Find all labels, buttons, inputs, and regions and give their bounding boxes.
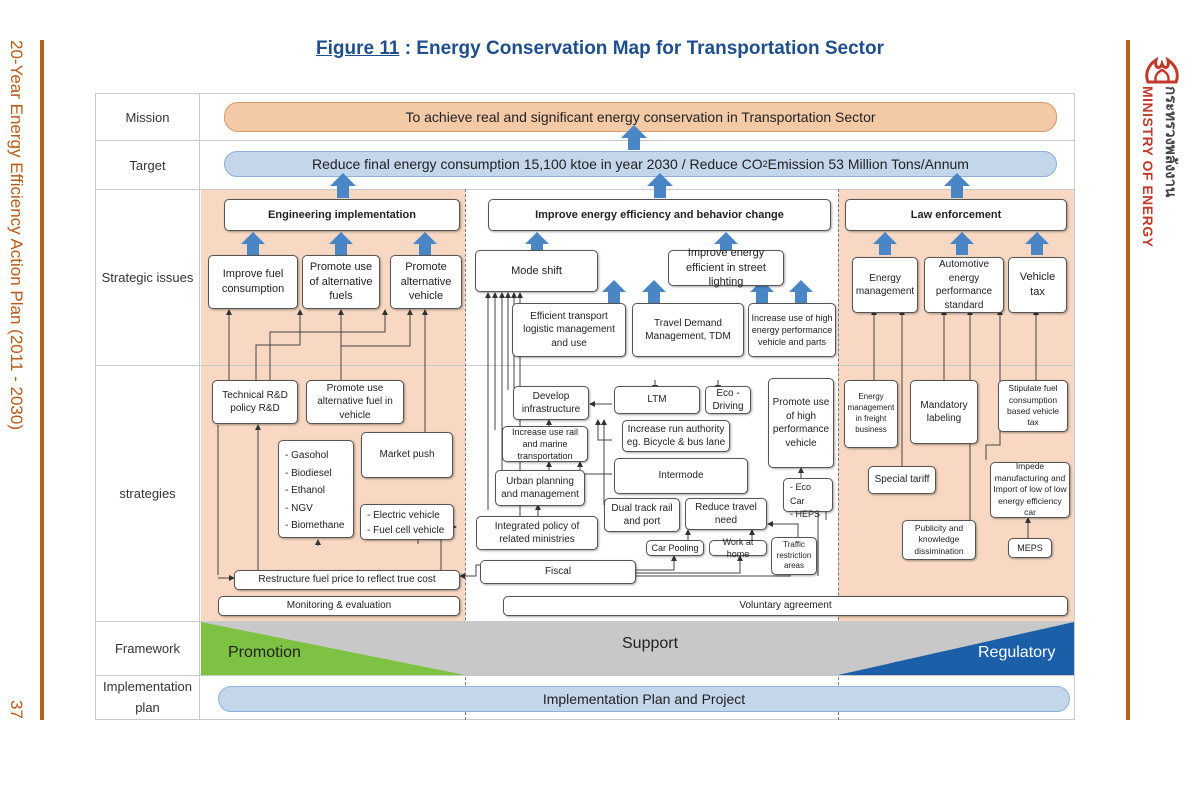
section-separator bbox=[838, 189, 839, 720]
mission-statement: To achieve real and significant energy c… bbox=[224, 102, 1057, 132]
high-performance-parts-box: Increase use of high energy performance … bbox=[748, 303, 836, 357]
framework-support: Support bbox=[622, 635, 679, 652]
monitoring-evaluation-box: Monitoring & evaluation bbox=[218, 596, 460, 616]
ministry-logo: กระทรวงพลังงาน MINISTRY OF ENERGY bbox=[1140, 50, 1190, 280]
flame-logo-icon bbox=[1145, 56, 1179, 84]
row-divider bbox=[96, 621, 1074, 622]
reduce-travel-need-box: Reduce travel need bbox=[685, 498, 767, 530]
technical-rnd-box: Technical R&D policy R&D bbox=[212, 380, 298, 424]
fuel-item: - NGV bbox=[285, 502, 313, 514]
publicity-box: Publicity and knowledge dissimination bbox=[902, 520, 976, 560]
fiscal-box: Fiscal bbox=[480, 560, 636, 584]
eco-driving-box: Eco - Driving bbox=[705, 386, 751, 414]
running-title-text: 20-Year Energy Efficiency Action Plan (2… bbox=[7, 40, 26, 430]
fuel-list-box: - Gasohol - Biodiesel - Ethanol - NGV - … bbox=[278, 440, 354, 538]
row-divider bbox=[96, 189, 1074, 190]
right-rule bbox=[1126, 40, 1130, 720]
special-tariff-box: Special tariff bbox=[868, 466, 936, 494]
intermode-box: Intermode bbox=[614, 458, 748, 494]
section-separator bbox=[465, 189, 466, 720]
ltm-box: LTM bbox=[614, 386, 700, 414]
figure-title: Figure 11 : Energy Conservation Map for … bbox=[0, 38, 1200, 60]
implementation-plan-pill: Implementation Plan and Project bbox=[218, 686, 1070, 712]
target-statement: Reduce final energy consumption 15,100 k… bbox=[224, 151, 1057, 177]
engineering-implementation-box: Engineering implementation bbox=[224, 199, 460, 231]
promote-alternative-vehicle-box: Promote alternative vehicle bbox=[390, 255, 462, 309]
mandatory-labeling-box: Mandatory labeling bbox=[910, 380, 978, 444]
dual-track-box: Dual track rail and port bbox=[604, 498, 680, 532]
integrated-policy-box: Integrated policy of related ministries bbox=[476, 516, 598, 550]
urban-planning-box: Urban planning and management bbox=[495, 470, 585, 506]
row-label-target: Target bbox=[96, 141, 200, 189]
street-lighting-box: Improve energy efficient in street light… bbox=[668, 247, 784, 288]
fuel-item: - Ethanol bbox=[285, 485, 326, 496]
fuel-item: - Biodiesel bbox=[285, 467, 332, 479]
target-text-part1: Reduce final energy consumption 15,100 k… bbox=[312, 156, 763, 172]
fuel-item: - Gasohol bbox=[285, 450, 329, 461]
stipulate-fuel-tax-box: Stipulate fuel consumption based vehicle… bbox=[998, 380, 1068, 432]
target-text-part2: Emission 53 Million Tons/Annum bbox=[767, 156, 969, 172]
promote-alternative-fuels-box: Promote use of alternative fuels bbox=[302, 255, 380, 309]
logo-english-text: MINISTRY OF ENERGY bbox=[1140, 86, 1156, 248]
work-at-home-box: Work at home bbox=[709, 537, 767, 559]
eco-car-list-box: - Eco Car - HEPS bbox=[783, 478, 833, 519]
meps-box: MEPS bbox=[1008, 538, 1052, 558]
left-rule bbox=[40, 40, 44, 720]
row-divider bbox=[96, 365, 1074, 366]
mode-shift-box: Mode shift bbox=[475, 250, 598, 292]
travel-demand-management-box: Travel Demand Management, TDM bbox=[632, 303, 744, 357]
framework-regulatory: Regulatory bbox=[978, 644, 1056, 661]
vehicle-item: - Electric vehicle bbox=[367, 510, 440, 521]
page-number: 37 bbox=[7, 700, 26, 719]
implementation-label-line1: Implementation bbox=[103, 679, 192, 695]
target-text-sub: 2 bbox=[762, 159, 768, 169]
figure-label: Figure 11 bbox=[316, 38, 400, 59]
side-running-title: 20-Year Energy Efficiency Action Plan (2… bbox=[0, 40, 40, 730]
improve-energy-efficiency-box: Improve energy efficiency and behavior c… bbox=[488, 199, 831, 231]
impede-manufacturing-box: Impede manufacturing and Import of low o… bbox=[990, 461, 1070, 518]
diagram-frame bbox=[95, 93, 1075, 720]
traffic-restriction-box: Traffic restriction areas bbox=[771, 537, 817, 575]
figure-title-text: : Energy Conservation Map for Transporta… bbox=[399, 38, 884, 59]
automotive-standard-box: Automotive energy performance standard bbox=[924, 257, 1004, 313]
eco-car-item: - HEPS bbox=[790, 509, 821, 519]
fuel-item: - Biomethane bbox=[285, 520, 345, 531]
improve-fuel-consumption-box: Improve fuel consumption bbox=[208, 255, 298, 309]
row-label-strategic-issues: Strategic issues bbox=[96, 190, 200, 365]
develop-infrastructure-box: Develop infrastructure bbox=[513, 386, 589, 420]
row-divider bbox=[96, 675, 1074, 676]
vehicle-list-box: - Electric vehicle - Fuel cell vehicle bbox=[360, 504, 454, 540]
restructure-fuel-price-box: Restructure fuel price to reflect true c… bbox=[234, 570, 460, 590]
vehicle-item: - Fuel cell vehicle bbox=[367, 525, 445, 536]
market-push-box: Market push bbox=[361, 432, 453, 478]
energy-management-box: Energy management bbox=[852, 257, 918, 313]
framework-shapes bbox=[201, 622, 1074, 675]
row-divider bbox=[96, 140, 1074, 141]
freight-energy-management-box: Energy management in freight business bbox=[844, 380, 898, 448]
promote-alt-fuel-vehicle-box: Promote use alternative fuel in vehicle bbox=[306, 380, 404, 424]
eco-car-item: - Eco Car bbox=[790, 482, 812, 506]
framework-promotion: Promotion bbox=[228, 644, 301, 661]
transport-logistic-box: Efficient transport logistic management … bbox=[512, 303, 626, 357]
vehicle-tax-box: Vehicle tax bbox=[1008, 257, 1067, 313]
row-label-framework: Framework bbox=[96, 622, 200, 675]
row-label-mission: Mission bbox=[96, 94, 200, 140]
promote-high-performance-box: Promote use of high performance vehicle bbox=[768, 378, 834, 468]
voluntary-agreement-box: Voluntary agreement bbox=[503, 596, 1068, 616]
logo-thai-text: กระทรวงพลังงาน bbox=[1162, 86, 1179, 198]
run-authority-box: Increase run authority eg. Bicycle & bus… bbox=[622, 420, 730, 452]
car-pooling-box: Car Pooling bbox=[646, 540, 704, 556]
row-label-implementation: Implementation plan bbox=[96, 676, 200, 720]
implementation-label-line2: plan bbox=[135, 700, 160, 715]
rail-marine-box: Increase use rail and marine transportat… bbox=[502, 426, 588, 462]
row-label-strategies: strategies bbox=[96, 366, 200, 621]
law-enforcement-box: Law enforcement bbox=[845, 199, 1067, 231]
